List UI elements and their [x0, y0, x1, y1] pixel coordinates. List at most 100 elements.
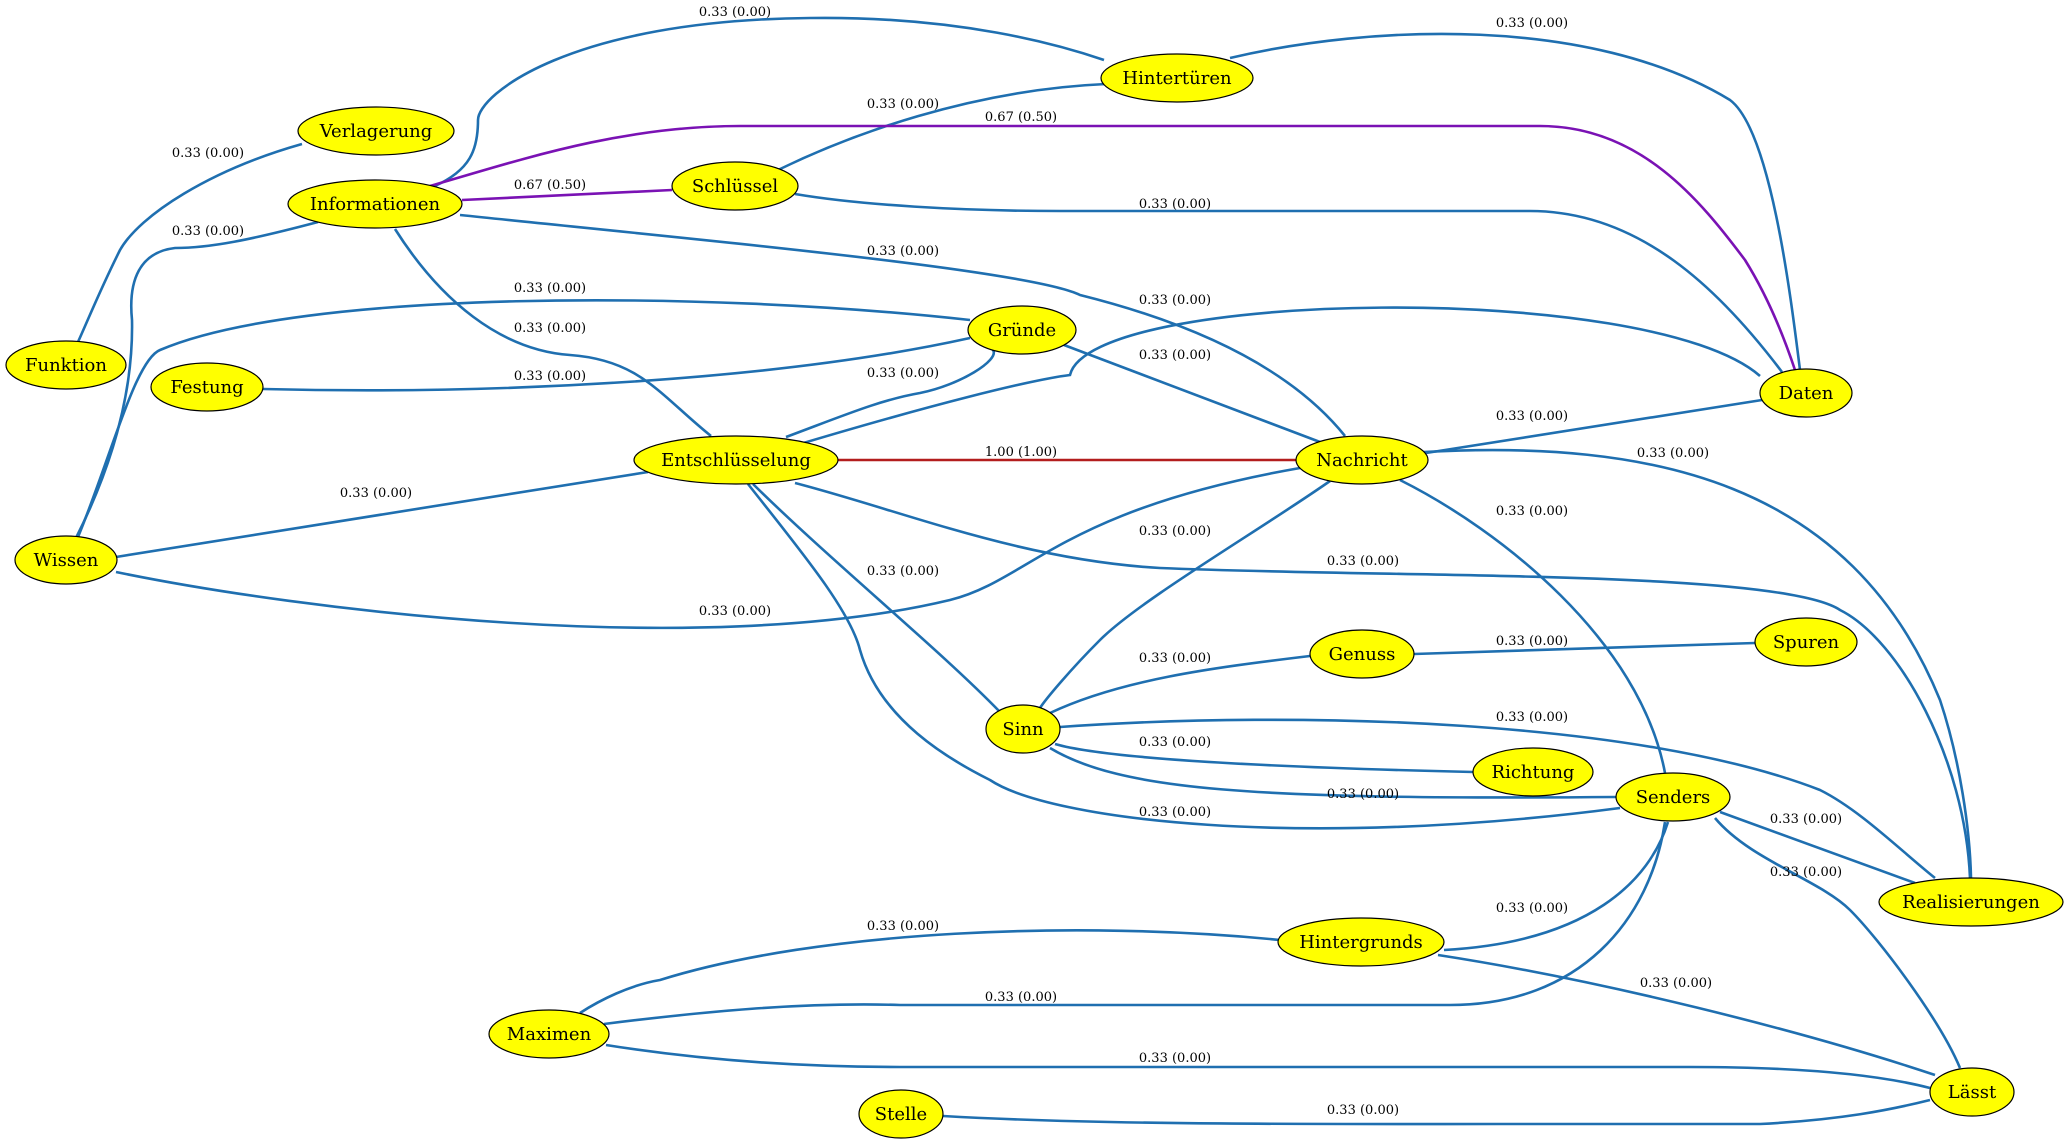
node-maximen-label: Maximen — [507, 1024, 592, 1045]
edge-nachricht-sinn-label: 0.33 (0.00) — [1139, 524, 1211, 539]
edge-genuss-spuren — [1413, 641, 1756, 656]
node-informationen-label: Informationen — [310, 194, 441, 215]
node-nachricht-label: Nachricht — [1316, 450, 1408, 471]
node-gruende-label: Gründe — [988, 320, 1056, 341]
edge-wissen-nachricht — [115, 466, 1301, 630]
edge-hintergrunds-laesst-label: 0.33 (0.00) — [1640, 976, 1712, 991]
edge-sinn-richtung — [1054, 742, 1474, 774]
edge-entschluesselung-nachricht-label: 1.00 (1.00) — [985, 445, 1057, 460]
edge-senders-laesst-label: 0.33 (0.00) — [1770, 865, 1842, 880]
node-entschluesselung-label: Entschlüsselung — [661, 450, 811, 471]
node-verlagerung-shape — [297, 106, 455, 156]
edge-sinn-genuss — [1049, 654, 1311, 715]
node-spuren[interactable]: Spuren — [1754, 617, 1858, 667]
edge-entschluesselung-gruende-label: 0.33 (0.00) — [867, 366, 939, 381]
edge-informationen-hintertueren-label: 0.33 (0.00) — [699, 5, 771, 20]
edge-entschluesselung-realisierungen — [794, 481, 1972, 879]
edge-informationen-entschluesselung — [393, 228, 712, 438]
edge-genuss-spuren-label: 0.33 (0.00) — [1496, 634, 1568, 649]
node-festung[interactable]: Festung — [150, 362, 264, 412]
node-richtung[interactable]: Richtung — [1472, 747, 1594, 797]
edge-informationen-schluessel-label: 0.67 (0.50) — [514, 178, 586, 193]
node-sinn-label: Sinn — [1002, 719, 1044, 740]
node-genuss-label: Genuss — [1329, 644, 1396, 665]
edge-nachricht-sinn — [1038, 479, 1331, 709]
node-richtung-label: Richtung — [1492, 762, 1575, 783]
node-hintertueren[interactable]: Hintertüren — [1100, 53, 1254, 103]
edge-entschluesselung-realisierungen-label: 0.33 (0.00) — [1327, 554, 1399, 569]
edge-wissen-gruende — [76, 298, 971, 538]
node-stelle[interactable]: Stelle — [858, 1089, 944, 1139]
node-sinn[interactable]: Sinn — [985, 704, 1061, 754]
edge-senders-laesst — [1714, 817, 1962, 1069]
edge-nachricht-daten-label: 0.33 (0.00) — [1496, 409, 1568, 424]
node-funktion[interactable]: Funktion — [5, 340, 127, 390]
node-wissen[interactable]: Wissen — [14, 535, 118, 585]
node-spuren-label: Spuren — [1773, 632, 1840, 653]
edge-sinn-senders-label: 0.33 (0.00) — [1327, 787, 1399, 802]
edge-maximen-hintergrunds — [579, 929, 1281, 1015]
edge-festung-gruende — [262, 336, 971, 392]
edge-schluessel-hintertueren-label: 0.33 (0.00) — [867, 97, 939, 112]
edge-sinn-genuss-label: 0.33 (0.00) — [1139, 651, 1211, 666]
node-maximen[interactable]: Maximen — [488, 1009, 610, 1059]
node-wissen-shape — [14, 535, 118, 585]
edge-hintergrunds-laesst — [1437, 953, 1936, 1077]
node-hintergrunds-shape — [1277, 917, 1445, 967]
edge-festung-gruende-label: 0.33 (0.00) — [514, 369, 586, 384]
edge-hintergrunds-senders — [1443, 821, 1670, 952]
node-verlagerung[interactable]: Verlagerung — [297, 106, 455, 156]
node-schluessel[interactable]: Schlüssel — [671, 161, 799, 211]
edge-schluessel-daten — [794, 192, 1784, 373]
edge-nachricht-senders-label: 0.33 (0.00) — [1496, 504, 1568, 519]
edge-informationen-entschluesselung-label: 0.33 (0.00) — [514, 321, 586, 336]
edge-sinn-realisierungen — [1059, 718, 1936, 880]
edge-informationen-wissen — [74, 220, 319, 539]
edge-informationen-hintertueren — [434, 16, 1105, 188]
node-gruende[interactable]: Gründe — [967, 305, 1077, 355]
node-daten-label: Daten — [1779, 383, 1834, 404]
node-laesst-shape — [1929, 1067, 2015, 1117]
node-genuss-shape — [1309, 629, 1415, 679]
node-hintergrunds-label: Hintergrunds — [1299, 932, 1423, 953]
edge-wissen-gruende-label: 0.33 (0.00) — [514, 281, 586, 296]
edge-maximen-senders-label: 0.33 (0.00) — [985, 990, 1057, 1005]
node-informationen[interactable]: Informationen — [287, 179, 463, 229]
node-realisierungen[interactable]: Realisierungen — [1878, 877, 2064, 927]
node-genuss[interactable]: Genuss — [1309, 629, 1415, 679]
edge-wissen-entschluesselung — [115, 470, 649, 559]
node-senders[interactable]: Senders — [1615, 772, 1731, 822]
node-hintergrunds[interactable]: Hintergrunds — [1277, 917, 1445, 967]
node-entschluesselung[interactable]: Entschlüsselung — [633, 435, 839, 485]
edge-gruende-nachricht — [1063, 343, 1321, 444]
edge-sinn-realisierungen-label: 0.33 (0.00) — [1496, 710, 1568, 725]
edge-informationen-schluessel — [461, 188, 673, 202]
node-nachricht[interactable]: Nachricht — [1295, 435, 1429, 485]
node-laesst-label: Lässt — [1948, 1082, 1997, 1103]
edge-maximen-senders — [603, 821, 1667, 1026]
edge-entschluesselung-senders — [746, 483, 1621, 830]
node-nachricht-shape — [1295, 435, 1429, 485]
edge-wissen-entschluesselung-label: 0.33 (0.00) — [340, 486, 412, 501]
node-realisierungen-label: Realisierungen — [1902, 892, 2040, 913]
node-senders-label: Senders — [1636, 787, 1711, 808]
edge-maximen-laesst — [605, 1043, 1931, 1090]
nodes-layer: Funktion Verlagerung Informationen Festu… — [5, 53, 2064, 1139]
edge-nachricht-realisierungen — [1423, 448, 1973, 879]
node-verlagerung-label: Verlagerung — [319, 121, 433, 142]
node-stelle-label: Stelle — [875, 1104, 927, 1125]
edge-nachricht-daten — [1425, 398, 1763, 455]
edge-entschluesselung-sinn-label: 0.33 (0.00) — [867, 564, 939, 579]
edge-gruende-nachricht-label: 0.33 (0.00) — [1139, 348, 1211, 363]
edge-entschluesselung-gruende — [785, 349, 996, 439]
edge-maximen-laesst-label: 0.33 (0.00) — [1139, 1051, 1211, 1066]
node-maximen-shape — [488, 1009, 610, 1059]
edge-verlagerung-funktion — [76, 142, 303, 343]
node-daten-shape — [1759, 368, 1853, 418]
node-laesst[interactable]: Lässt — [1929, 1067, 2015, 1117]
node-daten[interactable]: Daten — [1759, 368, 1853, 418]
edge-informationen-daten-label: 0.67 (0.50) — [985, 110, 1057, 125]
edge-informationen-wissen-label: 0.33 (0.00) — [172, 224, 244, 239]
node-entschluesselung-shape — [633, 435, 839, 485]
